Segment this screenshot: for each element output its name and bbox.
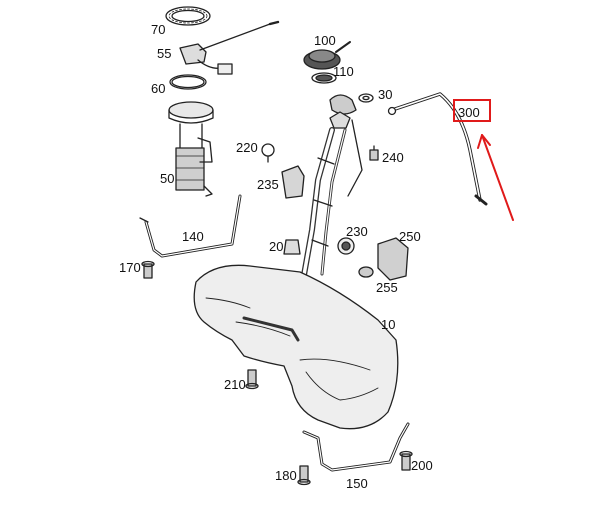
label-140: 140 bbox=[182, 229, 204, 244]
part-50-fuel-pump-module bbox=[168, 101, 214, 197]
label-110: 110 bbox=[333, 64, 354, 79]
part-240-bolt bbox=[369, 145, 379, 161]
label-150: 150 bbox=[346, 476, 368, 491]
part-100-filler-cap bbox=[303, 41, 351, 70]
part-70-seal-ring bbox=[165, 6, 211, 26]
part-150-strap bbox=[302, 422, 410, 472]
label-170: 170 bbox=[119, 260, 141, 275]
label-30: 30 bbox=[378, 87, 393, 102]
part-230-grommet bbox=[337, 237, 355, 255]
part-200-bolt bbox=[399, 450, 413, 471]
part-filler-neck bbox=[301, 94, 363, 278]
part-300-vent-line bbox=[387, 92, 488, 206]
label-250: 250 bbox=[399, 229, 421, 244]
part-110-seal bbox=[311, 72, 337, 84]
part-255-nut bbox=[358, 266, 374, 278]
label-230: 230 bbox=[346, 224, 368, 239]
label-200: 200 bbox=[411, 458, 433, 473]
label-180: 180 bbox=[275, 468, 297, 483]
part-140-strap bbox=[139, 194, 242, 258]
part-30-washer bbox=[358, 93, 374, 103]
label-50: 50 bbox=[160, 171, 175, 186]
label-100: 100 bbox=[314, 33, 336, 48]
part-180-bolt bbox=[297, 465, 311, 486]
part-250-bracket bbox=[377, 237, 409, 281]
label-60: 60 bbox=[151, 81, 166, 96]
label-255: 255 bbox=[376, 280, 398, 295]
part-20-buffer bbox=[283, 239, 301, 255]
part-235-bracket bbox=[281, 165, 305, 199]
part-210-bolt bbox=[245, 369, 259, 390]
highlight-callout-300: 300 bbox=[453, 99, 491, 122]
part-220-bolt bbox=[261, 143, 275, 163]
label-300: 300 bbox=[458, 105, 480, 120]
label-240: 240 bbox=[382, 150, 404, 165]
label-210: 210 bbox=[224, 377, 246, 392]
highlight-arrow bbox=[477, 134, 514, 221]
label-20: 20 bbox=[269, 239, 284, 254]
label-220: 220 bbox=[236, 140, 258, 155]
part-55-sender-unit bbox=[179, 20, 280, 75]
part-60-o-ring bbox=[169, 74, 207, 90]
part-170-bolt bbox=[141, 260, 155, 279]
label-70: 70 bbox=[151, 22, 166, 37]
label-55: 55 bbox=[157, 46, 172, 61]
label-235: 235 bbox=[257, 177, 279, 192]
label-10: 10 bbox=[381, 317, 396, 332]
part-10-fuel-tank bbox=[193, 264, 399, 430]
